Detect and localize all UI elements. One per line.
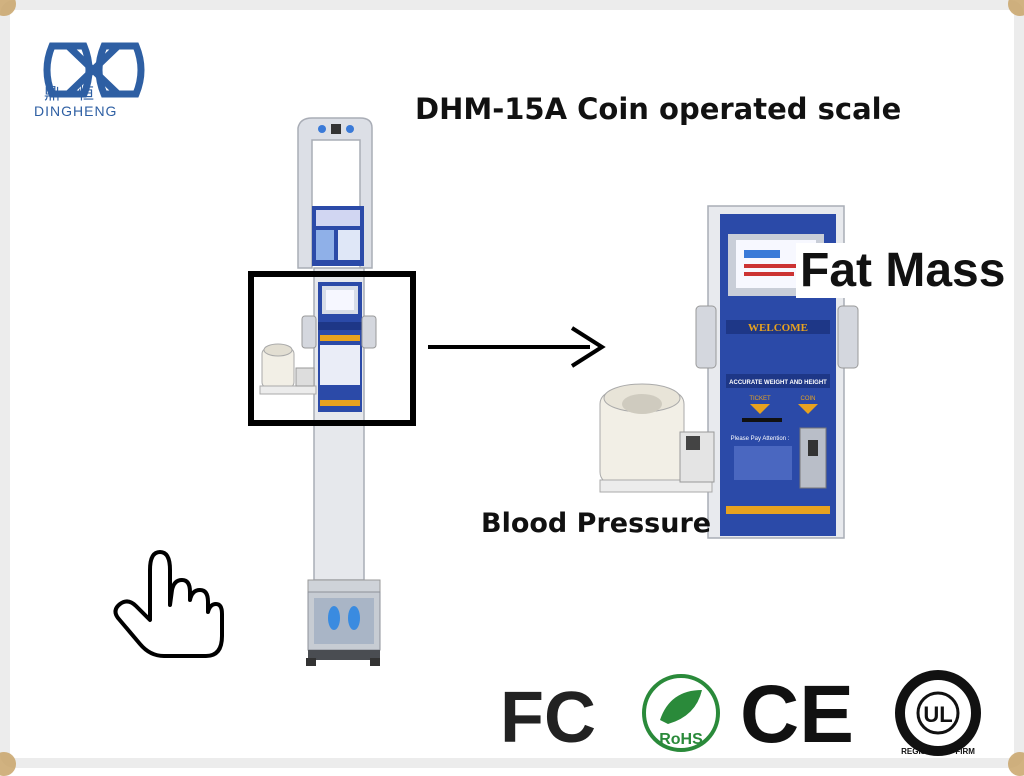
page-title: DHM-15A Coin operated scale <box>415 92 902 126</box>
arrow-icon <box>428 326 606 368</box>
notice-text: Please Pay Attention : <box>731 436 790 442</box>
fat-mass-label: Fat Mass <box>796 243 1010 298</box>
ul-ring-text: REGISTERED FIRM <box>901 747 975 756</box>
highlight-box <box>248 271 416 426</box>
rohs-icon: RoHS <box>642 674 720 752</box>
dingheng-logo-icon <box>43 42 145 98</box>
ul-text: UL <box>923 702 952 727</box>
ticket-text: TICKET <box>749 396 771 402</box>
frame-corner <box>1008 0 1024 16</box>
ce-icon: CE <box>740 669 854 760</box>
full-scale-machine <box>259 117 381 666</box>
welcome-text: WELCOME <box>748 322 808 334</box>
frame-corner <box>0 0 16 16</box>
ce-text: CE <box>740 669 854 760</box>
rohs-text: RoHS <box>659 731 703 748</box>
accurate-text: ACCURATE WEIGHT AND HEIGHT <box>729 380 827 386</box>
fcc-text: FC <box>500 678 596 758</box>
logo-chinese-text: 鼎恒 <box>44 84 113 103</box>
blood-pressure-label: Blood Pressure <box>481 508 712 539</box>
ul-icon: UL REGISTERED FIRM <box>895 670 981 756</box>
pointing-hand-icon <box>113 550 224 658</box>
coin-text: COIN <box>801 396 816 402</box>
fcc-icon: FC <box>500 678 596 758</box>
logo-english-text: DINGHENG <box>34 103 118 119</box>
